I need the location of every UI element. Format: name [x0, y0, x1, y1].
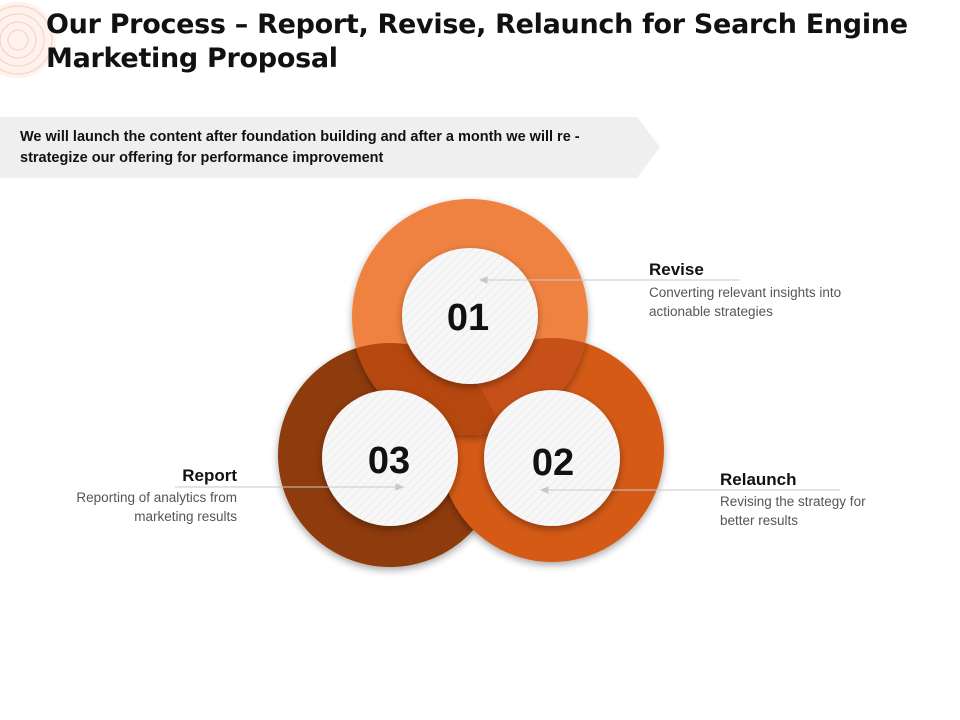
- page-title: Our Process – Report, Revise, Relaunch f…: [46, 9, 908, 74]
- step-desc-relaunch: Revising the strategy for better results: [720, 492, 940, 530]
- step-desc-report: Reporting of analytics from marketing re…: [37, 488, 237, 526]
- step-label-revise: Revise: [649, 260, 704, 279]
- inner-circle-01: [402, 248, 538, 384]
- ring-overlap: [352, 338, 588, 435]
- inner-circle-03: [322, 390, 458, 526]
- step-label-report: Report: [182, 466, 237, 485]
- step-desc-relaunch-line2: better results: [720, 513, 799, 528]
- step-desc-report-line1: Reporting of analytics from: [76, 490, 237, 505]
- step-desc-revise: Converting relevant insights into action…: [649, 283, 889, 321]
- corner-decoration: [0, 2, 56, 78]
- step-number-02: 02: [532, 442, 574, 484]
- step-label-relaunch: Relaunch: [720, 470, 797, 489]
- step-desc-revise-line1: Converting relevant insights into: [649, 285, 842, 300]
- banner-text: We will launch the content after foundat…: [20, 129, 580, 166]
- step-number-03: 03: [368, 440, 410, 482]
- banner-arrow: [0, 117, 660, 178]
- step-desc-relaunch-line1: Revising the strategy for: [720, 494, 866, 509]
- step-number-01: 01: [447, 297, 489, 339]
- step-desc-report-line2: marketing results: [134, 509, 237, 524]
- step-desc-revise-line2: actionable strategies: [649, 304, 773, 319]
- inner-circle-02: [484, 390, 620, 526]
